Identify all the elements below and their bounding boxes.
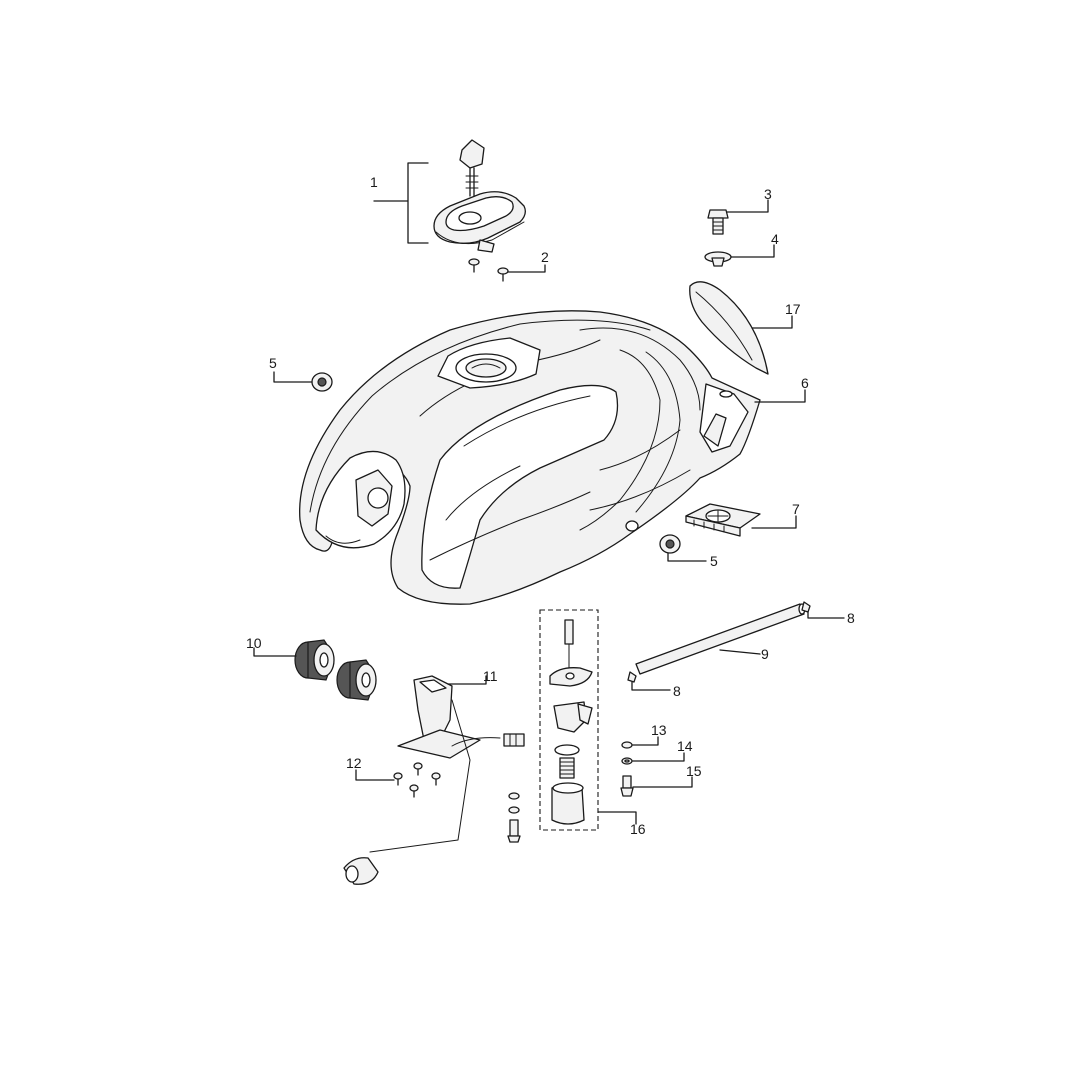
part-16-fuel-tap-assembly[interactable] <box>549 619 593 825</box>
leader-8a <box>807 611 845 619</box>
leader-14 <box>632 752 685 762</box>
leader-15 <box>632 776 693 788</box>
part-14-washer[interactable] <box>621 757 633 765</box>
callout-2: 2 <box>541 249 549 265</box>
callout-11: 11 <box>483 668 498 684</box>
callout-3: 3 <box>764 186 772 202</box>
callout-13: 13 <box>651 722 667 738</box>
leader-16 <box>597 811 637 825</box>
callout-4: 4 <box>771 231 779 247</box>
part-8-hose-clamp-bottom[interactable] <box>627 671 637 683</box>
assembly-boundary-16 <box>539 609 599 831</box>
part-7-rubber-pad[interactable] <box>685 503 761 537</box>
callout-8b: 8 <box>673 683 681 699</box>
leader-12 <box>355 769 395 781</box>
leader-9 <box>719 649 761 655</box>
leader-5b <box>667 552 707 562</box>
callout-17: 17 <box>785 301 801 317</box>
leader-1 <box>373 162 429 244</box>
leader-11 <box>447 675 487 685</box>
part-8-hose-clamp-top[interactable] <box>801 601 811 613</box>
leader-7 <box>751 515 797 529</box>
callout-1: 1 <box>370 174 378 190</box>
part-3-bolt[interactable] <box>707 209 729 235</box>
callout-16: 16 <box>630 821 646 837</box>
callout-14: 14 <box>677 738 693 754</box>
part-17-side-panel[interactable] <box>689 281 769 375</box>
callout-7: 7 <box>792 501 800 517</box>
part-12-screws[interactable] <box>393 762 441 798</box>
leader-4 <box>730 244 775 258</box>
part-5-grommet-right[interactable] <box>659 534 681 554</box>
part-1-fuel-cap-assembly[interactable] <box>433 139 526 253</box>
part-13-washer[interactable] <box>621 741 633 749</box>
leader-3 <box>726 199 769 213</box>
leader-17 <box>751 315 793 329</box>
leader-10 <box>253 647 297 657</box>
part-10-dampers[interactable] <box>294 639 377 701</box>
leader-5a <box>273 371 313 383</box>
part-15-bolt[interactable] <box>620 775 634 797</box>
callout-9: 9 <box>761 646 769 662</box>
callout-5a: 5 <box>269 355 277 371</box>
callout-10: 10 <box>246 635 262 651</box>
part-11-fuel-level-sensor[interactable] <box>343 675 525 885</box>
part-5-grommet-left[interactable] <box>311 372 333 392</box>
callout-15: 15 <box>686 763 702 779</box>
part-2-screws[interactable] <box>468 258 509 282</box>
part-washer-bolt-stack[interactable] <box>507 792 521 843</box>
part-6-fuel-tank[interactable] <box>299 310 761 605</box>
part-9-fuel-hose[interactable] <box>635 603 806 675</box>
callout-8a: 8 <box>847 610 855 626</box>
callout-6: 6 <box>801 375 809 391</box>
callout-12: 12 <box>346 755 362 771</box>
leader-13 <box>632 736 659 746</box>
callout-5b: 5 <box>710 553 718 569</box>
leader-8b <box>631 681 671 691</box>
leader-6 <box>754 389 806 403</box>
leader-2 <box>507 264 546 273</box>
part-4-rubber-washer[interactable] <box>704 251 732 267</box>
